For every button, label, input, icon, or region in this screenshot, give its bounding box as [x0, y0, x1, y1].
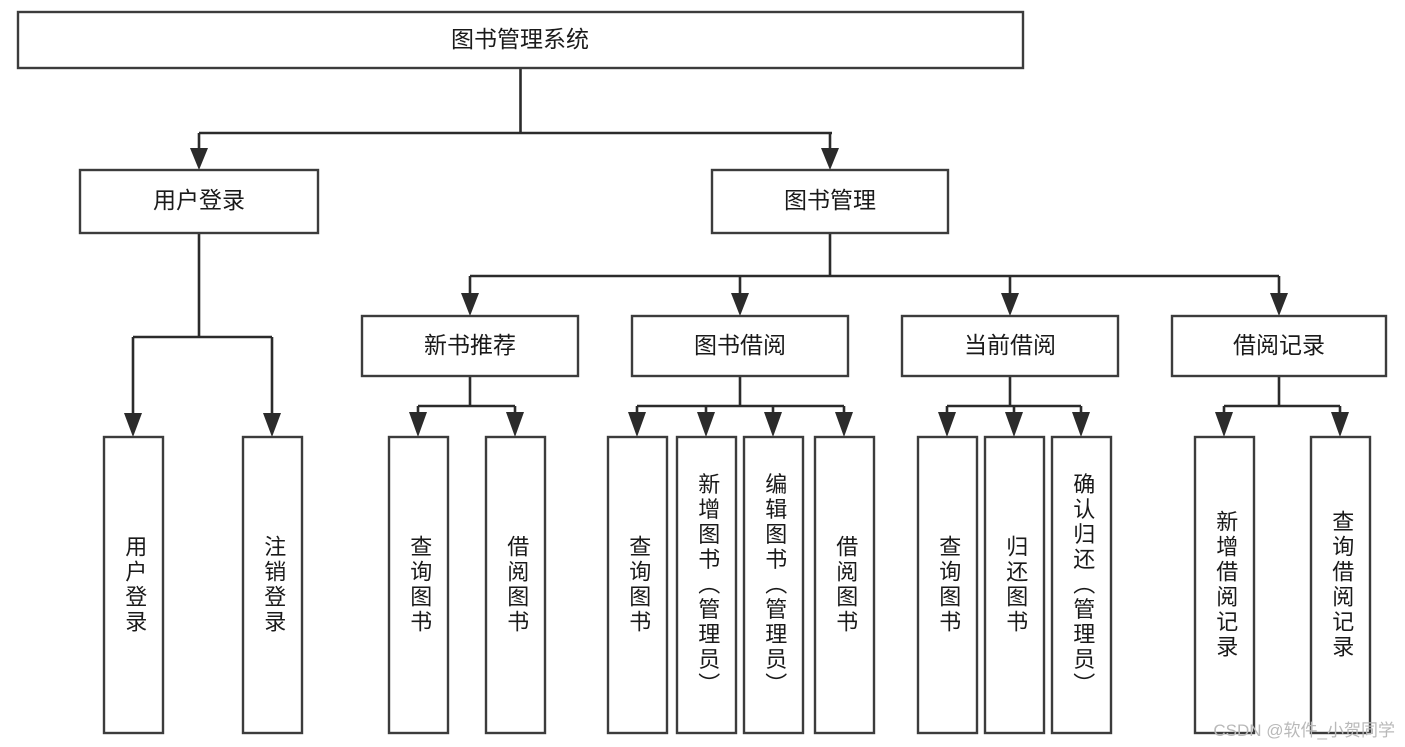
- node-book-borrow[interactable]: 图书借阅: [630, 314, 850, 378]
- node-new-book-recommend[interactable]: 新书推荐: [360, 314, 580, 378]
- arrow-head-leaf-add-book-admin: [697, 412, 715, 437]
- node-leaf-logout-login-box[interactable]: [241, 435, 304, 735]
- node-leaf-logout-login-label: 注销登录: [261, 535, 286, 635]
- node-borrow-record-box[interactable]: [1170, 314, 1388, 378]
- node-leaf-add-borrow-record-label: 新增借阅记录: [1213, 510, 1238, 660]
- node-leaf-add-book-admin-box[interactable]: [675, 435, 738, 735]
- node-leaf-borrow-book-1[interactable]: 借阅图书: [484, 435, 547, 735]
- arrow-head-leaf-borrow-book-1: [506, 412, 524, 437]
- node-leaf-edit-book-admin-box[interactable]: [742, 435, 805, 735]
- node-leaf-return-book[interactable]: 归还图书: [983, 435, 1046, 735]
- node-current-borrow-box[interactable]: [900, 314, 1120, 378]
- node-leaf-add-book-admin[interactable]: 新增图书（管理员）: [675, 435, 738, 735]
- node-leaf-add-borrow-record[interactable]: 新增借阅记录: [1193, 435, 1256, 735]
- node-leaf-user-login-label: 用户登录: [122, 535, 147, 635]
- arrow-head-leaf-user-login: [124, 413, 142, 437]
- node-leaf-query-borrow-record-label: 查询借阅记录: [1329, 510, 1354, 660]
- node-root-box[interactable]: [16, 10, 1025, 70]
- node-leaf-confirm-return-admin-box[interactable]: [1050, 435, 1113, 735]
- node-leaf-query-book-3-box[interactable]: [916, 435, 979, 735]
- node-book-manage-label: 图书管理: [784, 187, 876, 213]
- arrow-head-leaf-query-book-2: [628, 412, 646, 437]
- arrow-head-book-manage: [821, 148, 839, 170]
- node-new-book-recommend-box[interactable]: [360, 314, 580, 378]
- arrow-head-leaf-borrow-book-2: [835, 412, 853, 437]
- node-book-borrow-box[interactable]: [630, 314, 850, 378]
- node-leaf-query-book-2-label: 查询图书: [626, 535, 651, 635]
- node-book-borrow-label: 图书借阅: [694, 332, 786, 358]
- node-leaf-query-book-1[interactable]: 查询图书: [387, 435, 450, 735]
- arrow-head-leaf-edit-book-admin: [764, 412, 782, 437]
- arrow-head-new-book-recommend: [461, 293, 479, 316]
- node-leaf-query-book-2-box[interactable]: [606, 435, 669, 735]
- arrow-head-borrow-record: [1270, 293, 1288, 316]
- node-book-manage[interactable]: 图书管理: [710, 168, 950, 235]
- arrow-head-leaf-query-book-1: [409, 412, 427, 437]
- node-leaf-logout-login[interactable]: 注销登录: [241, 435, 304, 735]
- node-leaf-add-borrow-record-box[interactable]: [1193, 435, 1256, 735]
- node-leaf-borrow-book-1-label: 借阅图书: [504, 535, 529, 635]
- node-leaf-query-book-3-label: 查询图书: [936, 535, 961, 635]
- node-current-borrow[interactable]: 当前借阅: [900, 314, 1120, 378]
- arrow-head-leaf-add-borrow-record: [1215, 412, 1233, 437]
- node-leaf-return-book-box[interactable]: [983, 435, 1046, 735]
- arrow-head-user-login: [190, 148, 208, 170]
- node-leaf-edit-book-admin[interactable]: 编辑图书（管理员）: [742, 435, 805, 735]
- node-leaf-query-book-3[interactable]: 查询图书: [916, 435, 979, 735]
- node-leaf-edit-book-admin-label: 编辑图书（管理员）: [762, 473, 787, 698]
- node-leaf-borrow-book-2[interactable]: 借阅图书: [813, 435, 876, 735]
- arrow-head-leaf-logout-login: [263, 413, 281, 437]
- node-leaf-confirm-return-admin[interactable]: 确认归还（管理员）: [1050, 435, 1113, 735]
- node-leaf-confirm-return-admin-label: 确认归还（管理员）: [1070, 473, 1095, 698]
- arrow-head-leaf-query-book-3: [938, 412, 956, 437]
- connector-layer: [124, 69, 1349, 437]
- node-leaf-borrow-book-1-box[interactable]: [484, 435, 547, 735]
- node-current-borrow-label: 当前借阅: [964, 332, 1056, 358]
- node-leaf-borrow-book-2-box[interactable]: [813, 435, 876, 735]
- node-borrow-record[interactable]: 借阅记录: [1170, 314, 1388, 378]
- node-leaf-query-book-1-box[interactable]: [387, 435, 450, 735]
- node-user-login-box[interactable]: [78, 168, 320, 235]
- node-leaf-add-book-admin-label: 新增图书（管理员）: [695, 473, 720, 698]
- node-leaf-query-borrow-record[interactable]: 查询借阅记录: [1309, 435, 1372, 735]
- node-leaf-user-login[interactable]: 用户登录: [102, 435, 165, 735]
- arrow-head-leaf-query-borrow-record: [1331, 412, 1349, 437]
- arrow-head-book-borrow: [731, 293, 749, 316]
- node-leaf-borrow-book-2-label: 借阅图书: [833, 535, 858, 635]
- node-borrow-record-label: 借阅记录: [1233, 332, 1325, 358]
- node-root[interactable]: 图书管理系统: [16, 10, 1025, 70]
- arrow-head-leaf-return-book: [1005, 412, 1023, 437]
- node-leaf-user-login-box[interactable]: [102, 435, 165, 735]
- node-user-login[interactable]: 用户登录: [78, 168, 320, 235]
- node-leaf-query-borrow-record-box[interactable]: [1309, 435, 1372, 735]
- arrow-head-leaf-confirm-return-admin: [1072, 412, 1090, 437]
- node-leaf-return-book-label: 归还图书: [1003, 535, 1028, 635]
- arrow-head-current-borrow: [1001, 293, 1019, 316]
- node-leaf-query-book-1-label: 查询图书: [407, 535, 432, 635]
- node-new-book-recommend-label: 新书推荐: [424, 332, 516, 358]
- node-root-label: 图书管理系统: [451, 26, 589, 52]
- node-book-manage-box[interactable]: [710, 168, 950, 235]
- node-leaf-query-book-2[interactable]: 查询图书: [606, 435, 669, 735]
- node-user-login-label: 用户登录: [153, 187, 245, 213]
